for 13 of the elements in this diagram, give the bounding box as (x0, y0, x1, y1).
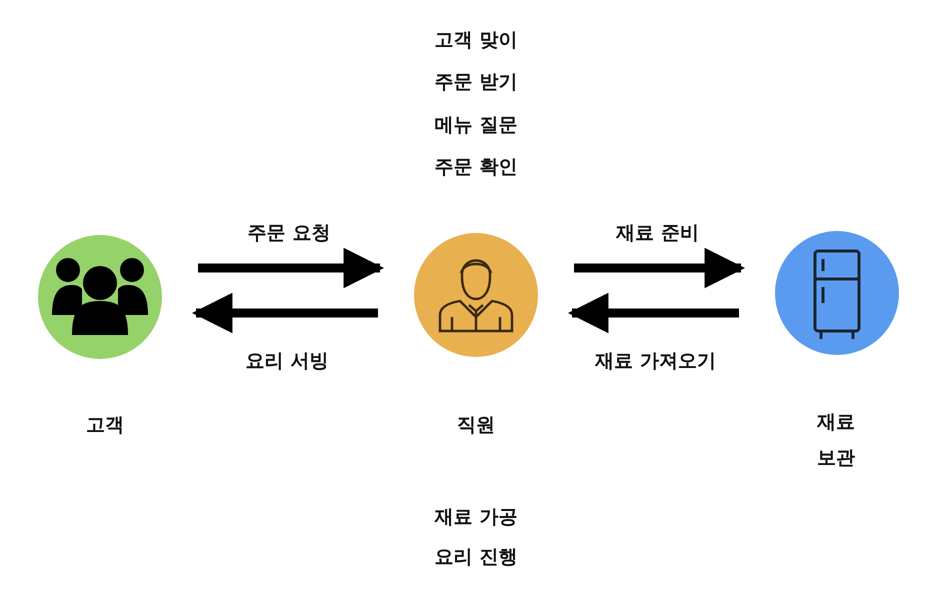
task-label: 재료 가공 (433, 505, 518, 530)
arrow (574, 248, 746, 288)
node-label: 재료 보관 (816, 410, 856, 471)
node-label: 직원 (456, 413, 496, 438)
task-label: 메뉴 질문 (434, 113, 518, 138)
arrow (198, 248, 384, 288)
task-label: 요리 진행 (434, 545, 518, 570)
task-label: 주문 받기 (434, 70, 518, 95)
node-label: 고객 (85, 413, 125, 438)
arrow (568, 292, 739, 334)
task-label: 고객 맞이 (434, 28, 518, 53)
task-label: 주문 확인 (434, 155, 518, 180)
arrow (192, 292, 378, 334)
